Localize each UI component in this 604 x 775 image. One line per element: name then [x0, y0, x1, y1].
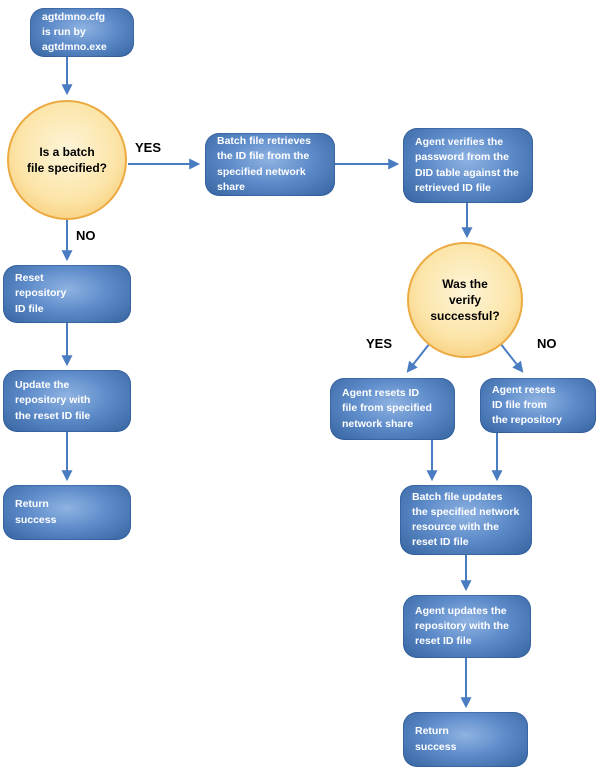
node-agent-updates-repository: Agent updates the repository with the re… — [403, 595, 531, 658]
node-return-success-left: Return success — [3, 485, 131, 540]
label-no-branch-1: NO — [76, 228, 96, 243]
node-agent-resets-from-network: Agent resets ID file from specified netw… — [330, 378, 455, 440]
node-start-agtdmno: agtdmno.cfg is run by agtdmno.exe — [30, 8, 134, 57]
decision-batch-file-specified: Is a batch file specified? — [7, 100, 127, 220]
node-agent-resets-from-repository: Agent resets ID file from the repository — [480, 378, 596, 433]
node-batch-file-updates: Batch file updates the specified network… — [400, 485, 532, 555]
decision-verify-successful: Was the verify successful? — [407, 242, 523, 358]
label-no-branch-2: NO — [537, 336, 557, 351]
node-return-success-right: Return success — [403, 712, 528, 767]
node-batch-file-retrieves: Batch file retrieves the ID file from th… — [205, 133, 335, 196]
node-reset-repository-id-file: Reset repository ID file — [3, 265, 131, 323]
label-yes-branch-2: YES — [366, 336, 393, 351]
arrow-decision2-no — [499, 342, 524, 373]
node-agent-verifies-password: Agent verifies the password from the DID… — [403, 128, 533, 203]
label-yes-branch-1: YES — [135, 140, 162, 155]
arrow-decision2-yes — [406, 342, 431, 373]
node-update-repository: Update the repository with the reset ID … — [3, 370, 131, 432]
